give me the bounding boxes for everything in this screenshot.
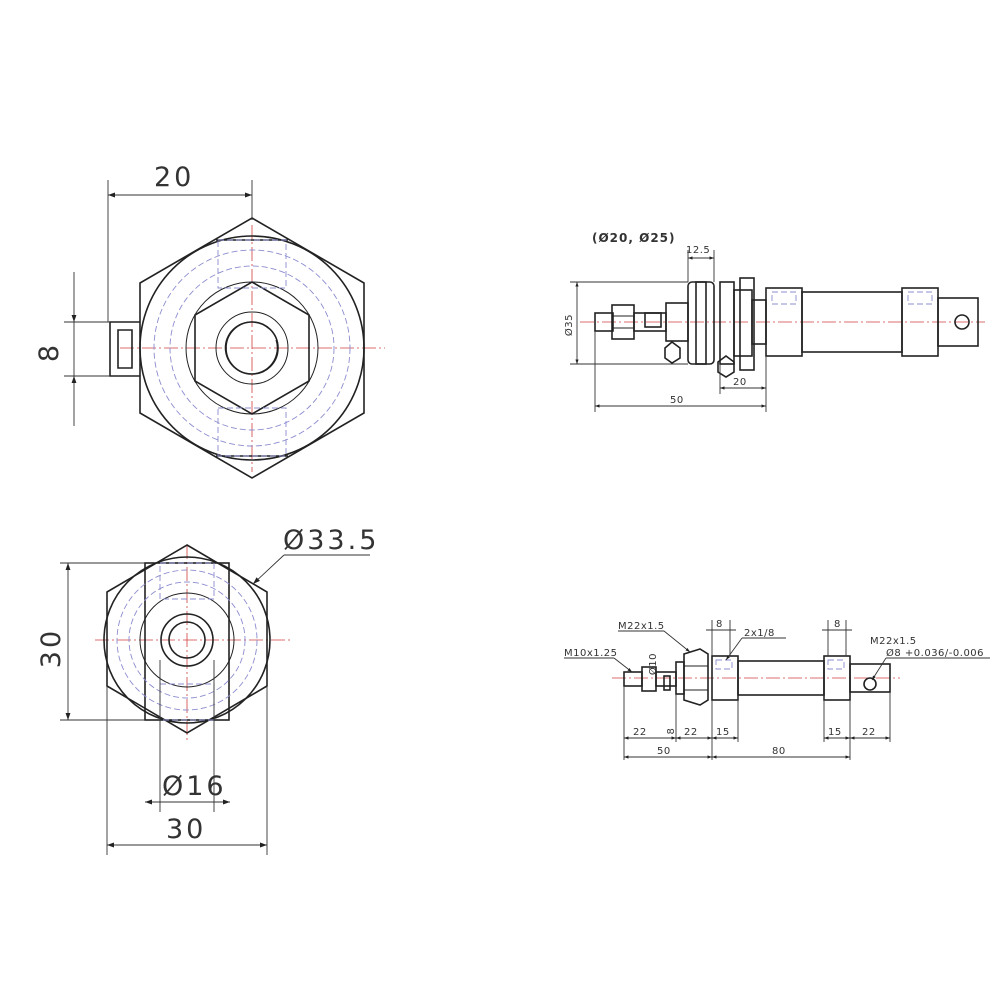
bottom-right-side-view: M22x1.5 M10x1.25 Ø10 8 8 2x1/8 8 M22x1.5… xyxy=(564,619,990,760)
hidden-circle-2 xyxy=(169,265,335,431)
leader xyxy=(663,630,691,653)
bore-note: (Ø20, Ø25) xyxy=(592,231,676,245)
thread-rear-label: M22x1.5 xyxy=(870,636,917,647)
port-hidden xyxy=(907,291,933,305)
port-hidden xyxy=(771,291,797,305)
hidden-port-bottom xyxy=(217,407,287,457)
flange-plate-1 xyxy=(687,281,715,365)
outer-circle xyxy=(139,235,365,461)
dim-15b: 15 xyxy=(828,727,842,738)
outer-hex-flange xyxy=(139,217,365,479)
dim-label-8: 8 xyxy=(34,342,65,362)
clevis xyxy=(849,663,891,693)
inner-circle xyxy=(139,592,235,688)
leader xyxy=(871,657,887,681)
side-slot xyxy=(109,321,140,377)
thread-arc xyxy=(224,321,278,375)
rod-thread xyxy=(623,671,643,687)
outer-hex xyxy=(106,544,268,734)
clevis-hole xyxy=(863,677,877,691)
dim-label-20: 20 xyxy=(154,162,194,193)
clip xyxy=(663,675,671,691)
top-left-end-view: 20 8 xyxy=(34,162,385,479)
dim-label-12-5: 12.5 xyxy=(686,245,710,256)
dim-label-30-horizontal: 30 xyxy=(166,814,206,845)
side-hex-bolt xyxy=(664,340,681,364)
dim-label-35: Ø35 xyxy=(563,314,575,336)
mount-nut-1 xyxy=(719,281,735,365)
mount-nut-3 xyxy=(739,277,755,371)
hidden-circle-1 xyxy=(153,249,351,447)
dim-50: 50 xyxy=(657,746,671,757)
bore-circle-outer xyxy=(160,613,214,667)
inner-hex-nut xyxy=(194,281,310,415)
bottom-left-end-view: Ø33.5 30 Ø16 30 xyxy=(36,525,379,855)
leader xyxy=(725,637,743,661)
dim-22a: 22 xyxy=(633,727,647,738)
mount-nut-2 xyxy=(733,289,753,357)
port-hidden xyxy=(715,659,733,670)
clip xyxy=(644,312,662,328)
thread-front-label: M22x1.5 xyxy=(618,621,665,632)
dim-label-30-vertical: 30 xyxy=(36,628,67,668)
bore-circle xyxy=(168,621,206,659)
top-right-side-view: (Ø20, Ø25) Ø35 12.5 xyxy=(563,231,985,412)
dim-22c: 22 xyxy=(862,727,876,738)
port-label: 2x1/8 xyxy=(744,628,775,639)
hidden-circle-1 xyxy=(116,569,258,711)
clevis-hole xyxy=(954,314,970,330)
hidden-circle-2 xyxy=(128,581,246,699)
dim-label-dia-33-5: Ø33.5 xyxy=(283,525,379,556)
rod-circle-outer xyxy=(215,311,289,385)
dim-label-50: 50 xyxy=(670,395,684,406)
rod-dia-label: Ø10 xyxy=(647,653,659,675)
leader-arrow xyxy=(252,554,285,585)
rod xyxy=(655,671,677,687)
rod-thread xyxy=(594,312,614,332)
dim-15a: 15 xyxy=(716,727,730,738)
flange-plate-inner xyxy=(695,281,707,365)
hidden-port-top xyxy=(217,239,287,289)
dim-8-label-b: 8 xyxy=(716,619,723,630)
thread-rod-label: M10x1.25 xyxy=(564,648,618,659)
dim-label-16: Ø16 xyxy=(162,771,227,802)
outer-circle xyxy=(103,556,271,724)
pin-tolerance-label: Ø8 +0.036/-0.006 xyxy=(886,647,984,659)
dim-8-label-a: 8 xyxy=(666,728,677,735)
side-hex-bolt-2 xyxy=(717,355,735,378)
front-hex-nut xyxy=(683,648,709,706)
port-hidden xyxy=(827,659,845,670)
dim-8-label-c: 8 xyxy=(834,619,841,630)
dim-80: 80 xyxy=(772,746,786,757)
dim-label-20-mount: 20 xyxy=(733,377,747,388)
clevis xyxy=(937,297,979,347)
dim-22b: 22 xyxy=(684,727,698,738)
leader xyxy=(613,657,633,673)
hidden-port-top xyxy=(159,562,215,600)
